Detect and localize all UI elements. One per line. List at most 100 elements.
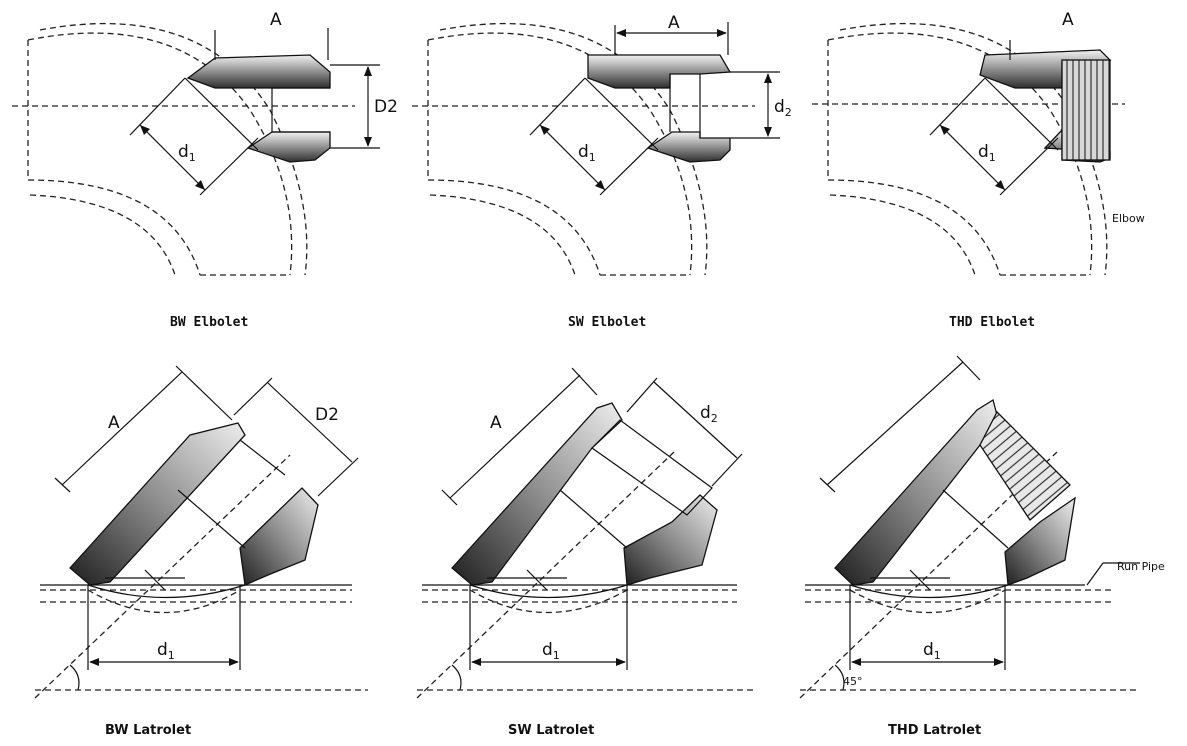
d1-ext-2 <box>599 137 659 196</box>
d1-ext-1 <box>929 77 986 136</box>
d-ext-diag <box>584 77 659 151</box>
label-A: A <box>108 413 120 433</box>
label-d1: d1 <box>578 142 596 164</box>
d2-arrow-bot <box>764 127 772 137</box>
d1-ext-2 <box>999 137 1059 196</box>
sw-elbolet-drawing: A d2 d1 <box>412 13 792 276</box>
bw-elbolet-drawing: A D2 d1 <box>12 10 398 276</box>
bore-line <box>942 489 1009 549</box>
label-d1-main: d <box>978 142 989 162</box>
saddle-curve <box>87 589 241 614</box>
D2-dimension <box>267 382 353 463</box>
A-ext-2 <box>956 355 981 381</box>
label-d1: d1 <box>542 640 560 662</box>
caption-sw-elbolet: SW Elbolet <box>568 315 646 330</box>
d1-arrow-b <box>595 180 605 190</box>
d1-dimension <box>939 124 1006 191</box>
caption-bw-elbolet: BW Elbolet <box>170 315 248 330</box>
d1-dimension <box>139 124 206 191</box>
elbow-outer-arc-2 <box>439 22 708 276</box>
socket-outline <box>669 74 701 138</box>
elbolet-top-body <box>587 54 732 89</box>
bore-line <box>559 489 628 549</box>
A-ext-1 <box>54 477 71 493</box>
elbow-inner-arc <box>427 179 601 276</box>
A-dimension <box>449 374 581 499</box>
bore-line-2 <box>239 439 286 476</box>
label-d1: d1 <box>157 640 175 662</box>
elbolet-bottom-body <box>646 131 731 163</box>
elbow-inner-arc-2 <box>29 194 176 276</box>
D2-ext-1 <box>233 377 273 416</box>
elbow-inner-arc-2 <box>829 194 976 276</box>
label-d1-sub: 1 <box>989 151 996 164</box>
mark-x <box>909 569 931 591</box>
saddle-outline <box>849 584 1009 599</box>
latrolet-right-body <box>239 487 319 586</box>
elbolet-top-body <box>186 54 331 89</box>
d1-ext-1 <box>529 77 586 136</box>
label-d1: d1 <box>923 640 941 662</box>
A-dimension <box>61 371 183 486</box>
d1-arrow-left <box>471 658 481 666</box>
d1-arrow-right <box>229 658 239 666</box>
sw-latrolet-drawing: A d2 d1 <box>416 367 754 699</box>
label-A: A <box>668 13 680 33</box>
bore-line <box>177 489 246 549</box>
label-d2-main: d <box>700 403 711 423</box>
D2-arrow-bot <box>364 137 372 147</box>
d-ext-diag <box>984 77 1059 151</box>
D2-ext-2 <box>317 457 359 497</box>
A-arrow-left <box>616 29 626 37</box>
latrolet-left-body <box>451 402 623 586</box>
label-d1-sub: 1 <box>553 649 560 662</box>
mark-x <box>526 569 548 591</box>
d1-arrow-b <box>195 180 205 190</box>
label-A: A <box>1062 10 1074 30</box>
caption-sw-latrolet: SW Latrolet <box>508 723 594 738</box>
elbow-inner-arc-2 <box>429 194 576 276</box>
elbow-inner-arc <box>827 179 1001 276</box>
label-d1-sub: 1 <box>189 151 196 164</box>
saddle-curve <box>469 589 628 614</box>
saddle-curve <box>849 589 1006 614</box>
label-d2-sub: 2 <box>785 106 792 119</box>
label-A: A <box>490 413 502 433</box>
d-ext-diag <box>184 77 259 151</box>
D2-arrow-top <box>364 66 372 76</box>
angle-arc <box>69 664 80 691</box>
angle-arc <box>834 664 845 691</box>
label-D2: D2 <box>315 405 339 425</box>
d1-arrow-a <box>140 125 150 135</box>
label-d1-sub: 1 <box>934 649 941 662</box>
angle-arc <box>451 664 462 691</box>
latrolet-right-body <box>623 494 718 586</box>
d1-arrow-right <box>994 658 1004 666</box>
label-angle: 45° <box>843 675 863 688</box>
elbow-outer-arc-2 <box>39 22 308 276</box>
elbow-inner-arc <box>27 179 201 276</box>
d1-arrow-b <box>995 180 1005 190</box>
mark-x <box>144 569 166 591</box>
label-run-pipe: Run Pipe <box>1117 560 1165 573</box>
caption-thd-latrolet: THD Latrolet <box>888 723 981 738</box>
label-d2-main: d <box>774 97 785 117</box>
label-d1-main: d <box>923 640 934 660</box>
caption-thd-elbolet: THD Elbolet <box>949 315 1035 330</box>
A-arrow-right <box>717 29 727 37</box>
label-d2: d2 <box>700 403 718 425</box>
d1-arrow-right <box>616 658 626 666</box>
label-d1-sub: 1 <box>168 649 175 662</box>
thd-elbolet-drawing: A d1 Elbow <box>812 10 1145 276</box>
d2-ext-1 <box>626 377 658 413</box>
A-dimension <box>826 361 964 486</box>
thread-bore <box>1061 59 1111 161</box>
A-ext-2 <box>571 367 598 396</box>
label-A: A <box>270 10 282 30</box>
label-d1: d1 <box>178 142 196 164</box>
d1-arrow-left <box>851 658 861 666</box>
caption-bw-latrolet: BW Latrolet <box>105 723 191 738</box>
A-ext-1 <box>441 489 458 506</box>
label-D2: D2 <box>374 97 398 117</box>
